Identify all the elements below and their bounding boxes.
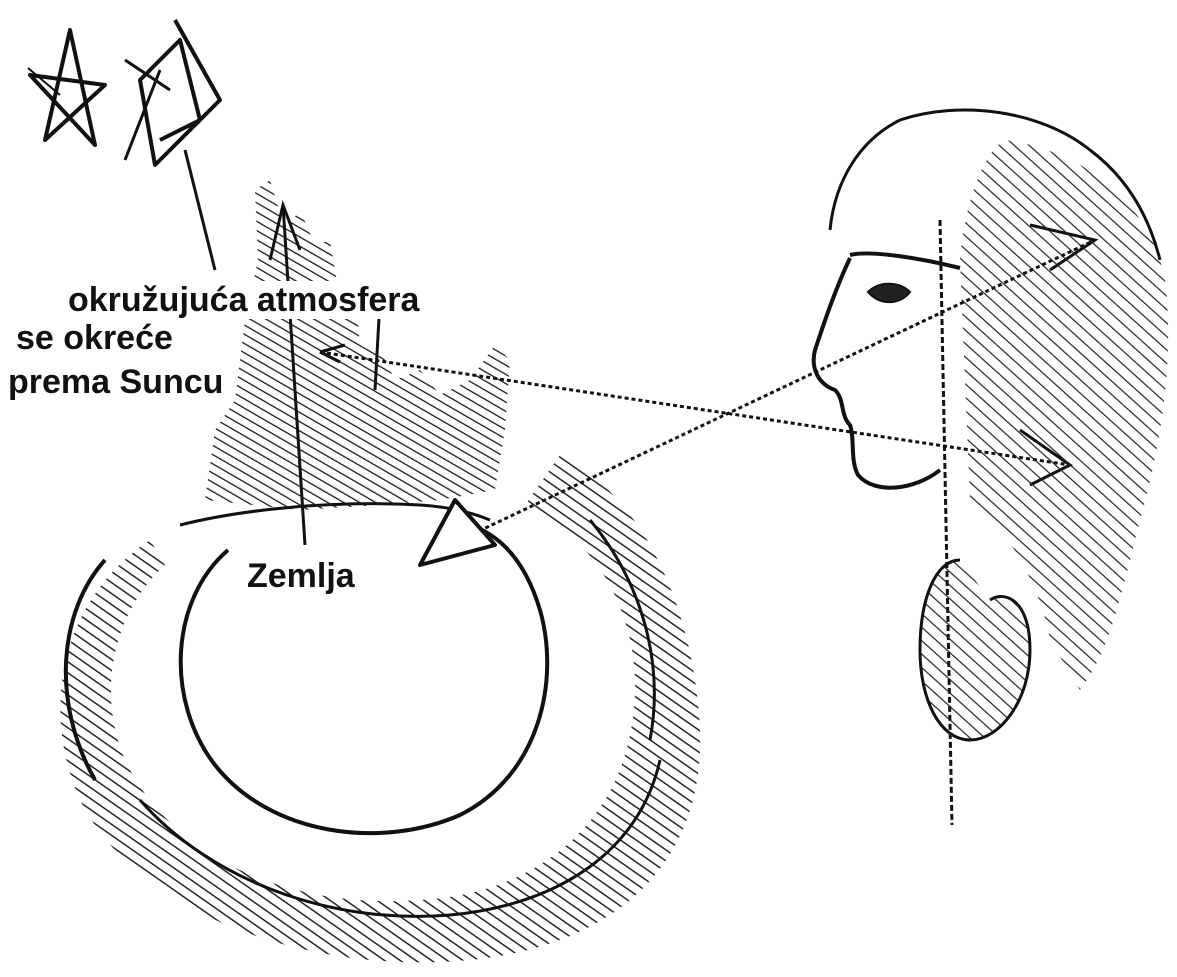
atmosphere-label: okružujuća atmosfera	[66, 281, 423, 319]
earth-circle	[180, 504, 547, 833]
human-head	[814, 110, 1168, 825]
toward-sun-label: prema Suncu	[6, 363, 227, 401]
rotation-arrow	[420, 500, 495, 565]
eye-icon	[868, 284, 910, 302]
earth-label: Zemlja	[247, 557, 355, 595]
turns-label: se okreće	[14, 319, 177, 357]
atmosphere-cluster	[205, 180, 510, 510]
outer-atmosphere-ring	[60, 455, 700, 962]
star-ray-line	[185, 150, 215, 270]
star-icon	[28, 30, 105, 145]
scribbled-star-icon	[125, 20, 220, 165]
